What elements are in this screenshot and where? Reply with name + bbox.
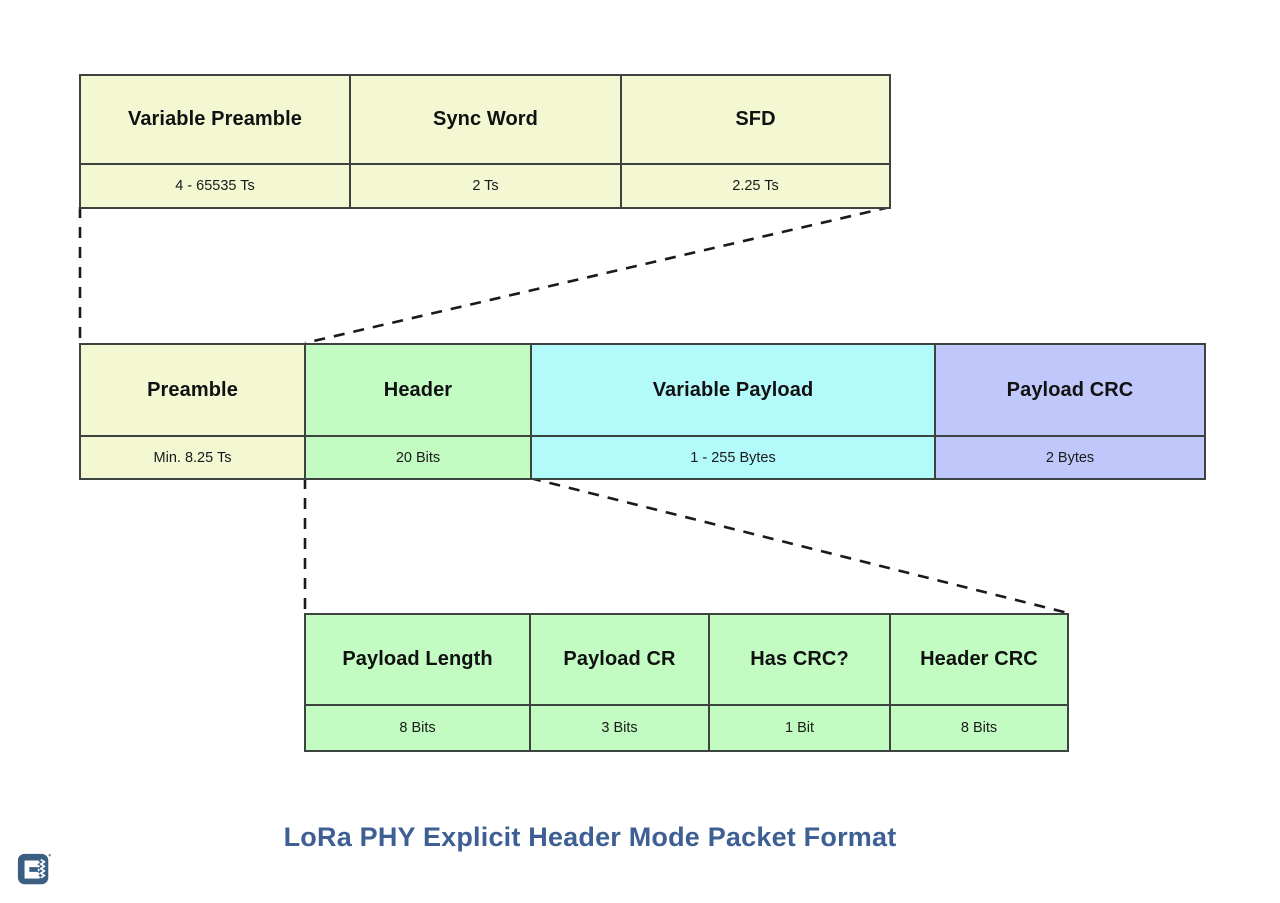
- field-payload-cr[interactable]: Payload CR: [531, 615, 710, 704]
- field-variable-payload[interactable]: Variable Payload: [532, 345, 936, 435]
- size-header: 20 Bits: [306, 437, 532, 478]
- field-sfd[interactable]: SFD: [622, 76, 889, 163]
- brand-logo-icon: [17, 853, 51, 885]
- size-sync-word: 2 Ts: [351, 165, 622, 207]
- field-has-crc[interactable]: Has CRC?: [710, 615, 891, 704]
- size-payload-cr: 3 Bits: [531, 706, 710, 750]
- field-sync-word[interactable]: Sync Word: [351, 76, 622, 163]
- packet-size-row: Min. 8.25 Ts 20 Bits 1 - 255 Bytes 2 Byt…: [81, 437, 1204, 478]
- size-variable-preamble: 4 - 65535 Ts: [81, 165, 351, 207]
- size-preamble: Min. 8.25 Ts: [81, 437, 306, 478]
- size-has-crc: 1 Bit: [710, 706, 891, 750]
- field-variable-preamble[interactable]: Variable Preamble: [81, 76, 351, 163]
- preamble-detail-table: Variable Preamble Sync Word SFD 4 - 6553…: [79, 74, 891, 209]
- size-header-crc: 8 Bits: [891, 706, 1067, 750]
- field-header-crc[interactable]: Header CRC: [891, 615, 1067, 704]
- packet-table: Preamble Header Variable Payload Payload…: [79, 343, 1206, 480]
- diagram-caption: LoRa PHY Explicit Header Mode Packet For…: [283, 822, 897, 852]
- size-payload-length: 8 Bits: [306, 706, 531, 750]
- size-payload-crc: 2 Bytes: [936, 437, 1204, 478]
- preamble-expand-guide-line: [304, 205, 891, 345]
- preamble-detail-name-row: Variable Preamble Sync Word SFD: [81, 76, 889, 165]
- packet-name-row: Preamble Header Variable Payload Payload…: [81, 345, 1204, 437]
- size-variable-payload: 1 - 255 Bytes: [532, 437, 936, 478]
- header-detail-size-row: 8 Bits 3 Bits 1 Bit 8 Bits: [306, 706, 1067, 750]
- preamble-detail-size-row: 4 - 65535 Ts 2 Ts 2.25 Ts: [81, 165, 889, 207]
- header-detail-table: Payload Length Payload CR Has CRC? Heade…: [304, 613, 1069, 752]
- header-expand-guide-line: [529, 476, 1069, 615]
- field-preamble[interactable]: Preamble: [81, 345, 306, 435]
- field-payload-length[interactable]: Payload Length: [306, 615, 531, 704]
- header-detail-name-row: Payload Length Payload CR Has CRC? Heade…: [306, 615, 1067, 706]
- field-payload-crc[interactable]: Payload CRC: [936, 345, 1204, 435]
- size-sfd: 2.25 Ts: [622, 165, 889, 207]
- field-header[interactable]: Header: [306, 345, 532, 435]
